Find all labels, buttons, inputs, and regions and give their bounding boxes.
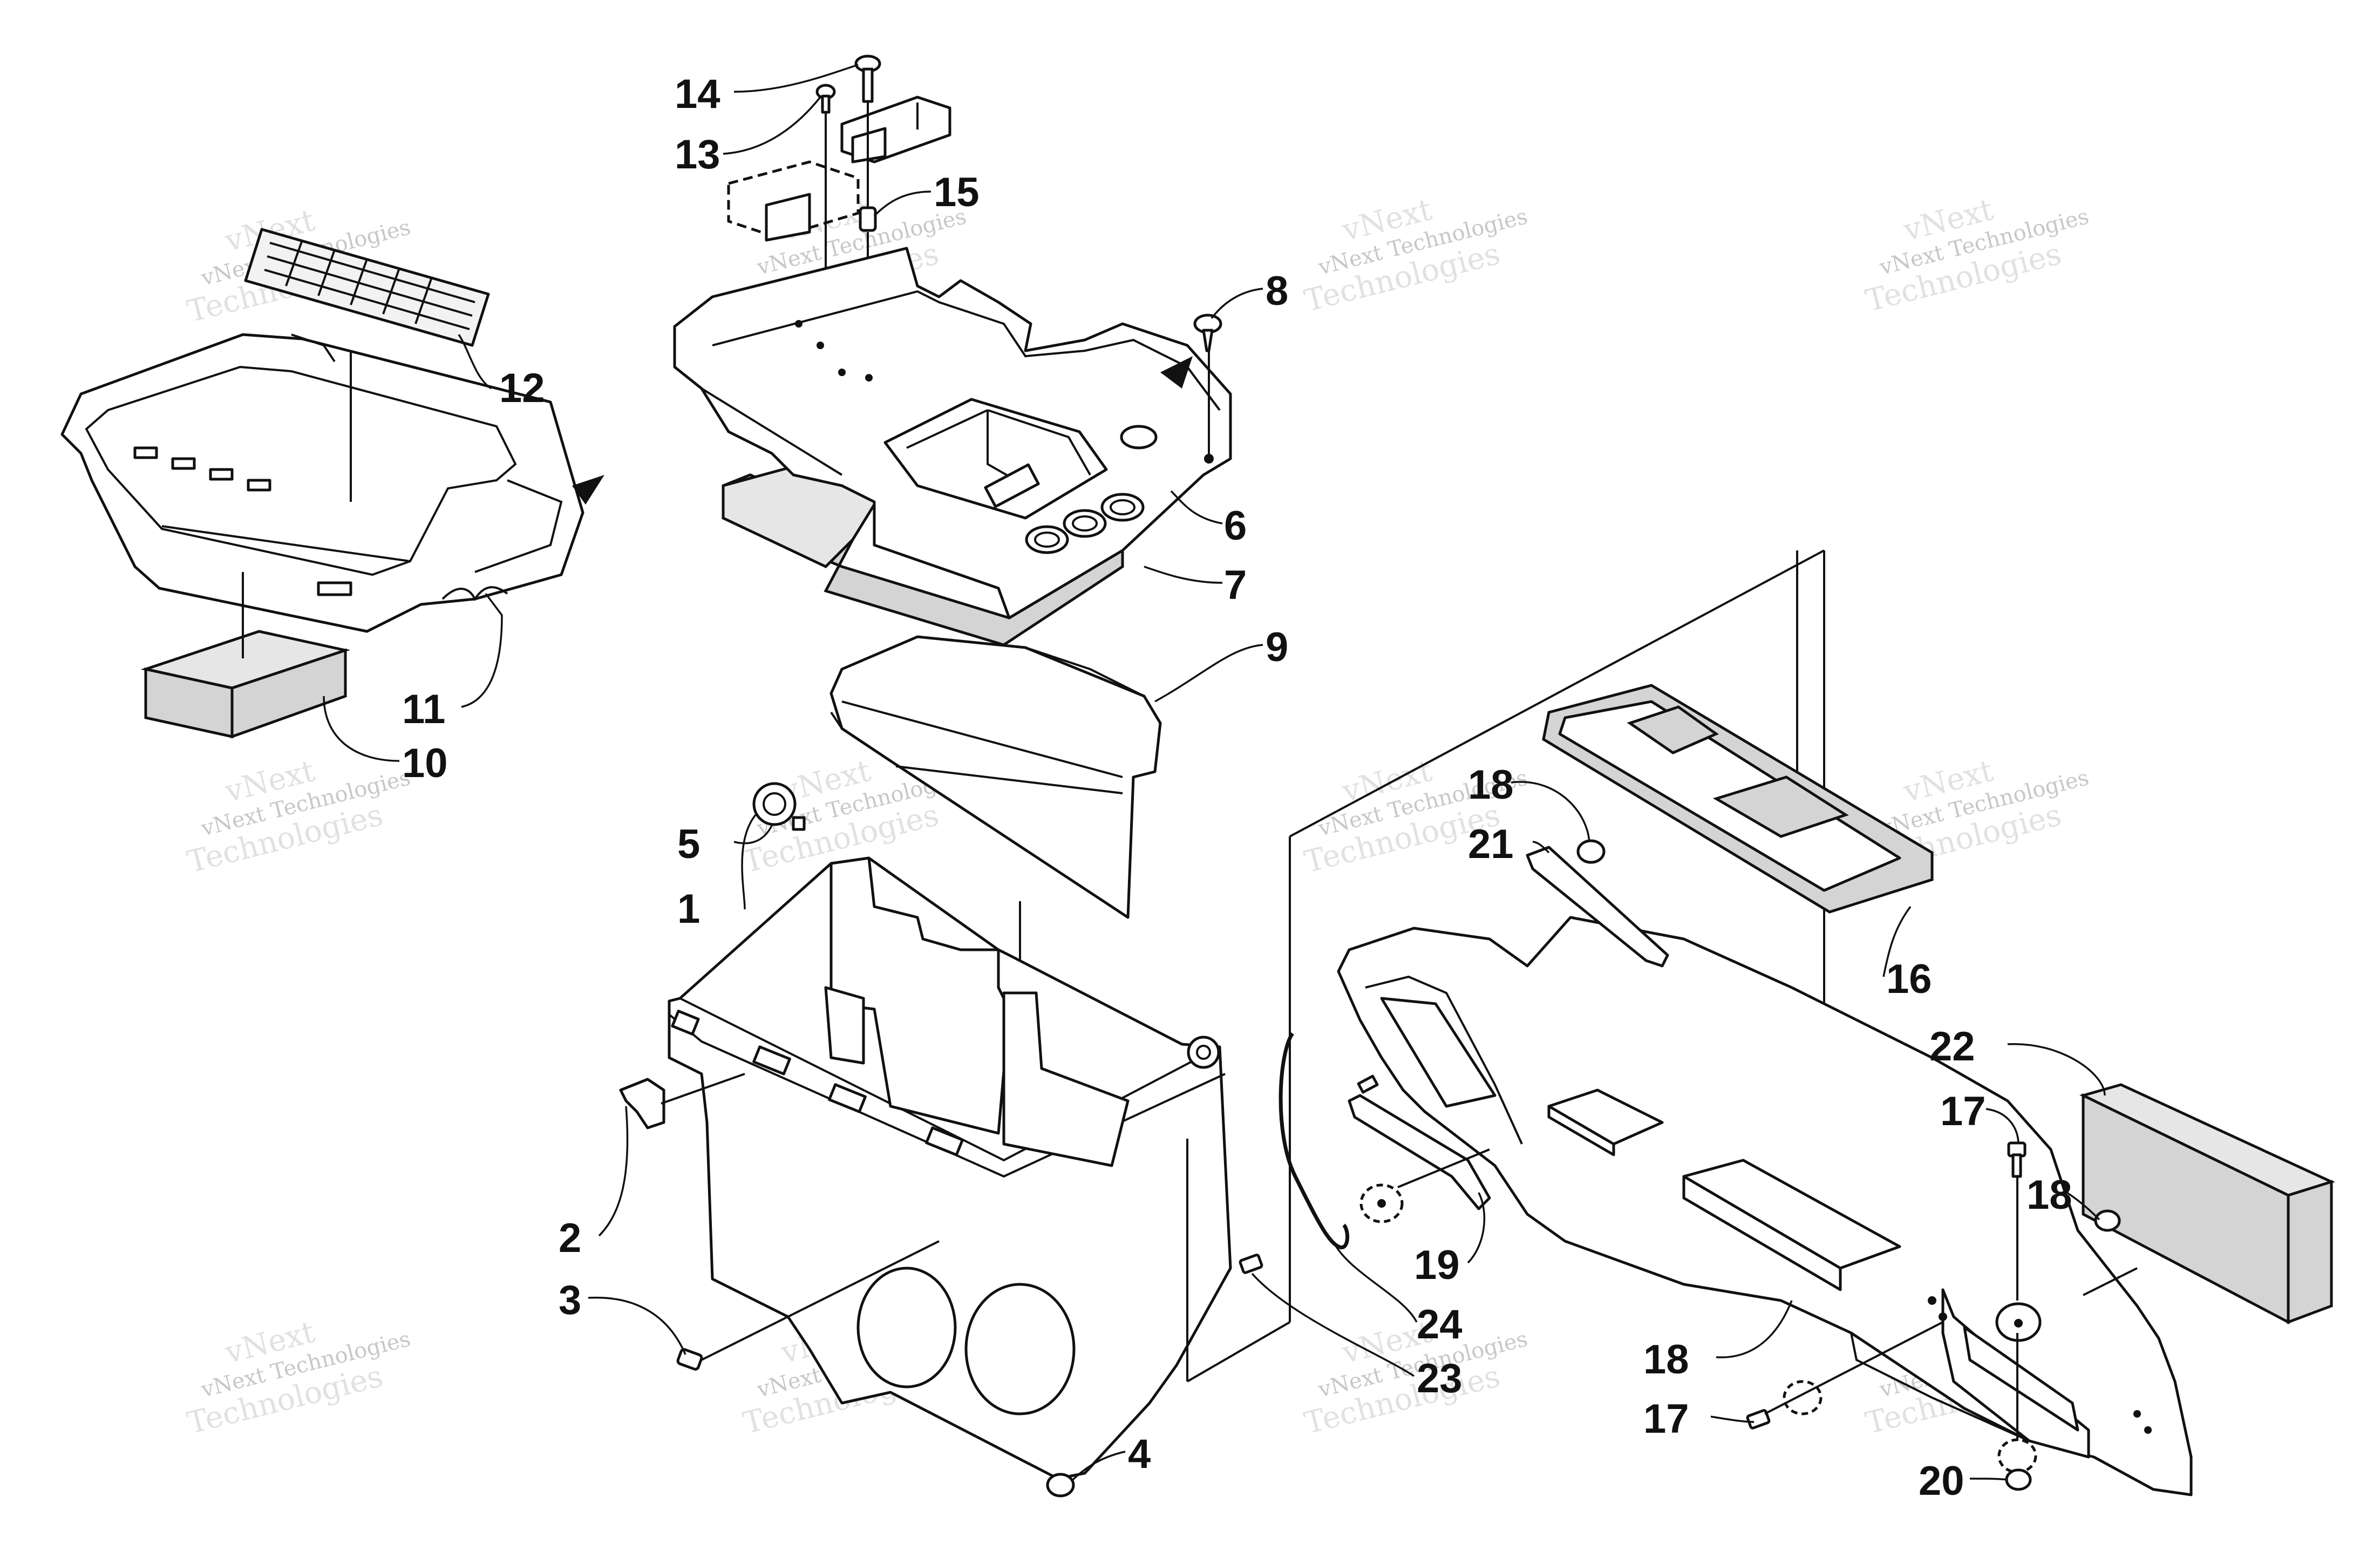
callout-1: 1 xyxy=(677,886,700,932)
part-12-decal xyxy=(244,228,490,347)
part-4-grommet xyxy=(1046,1473,1075,1497)
callout-2: 2 xyxy=(559,1215,581,1261)
callout-18-top: 18 xyxy=(1468,762,1514,808)
callout-18-right: 18 xyxy=(2027,1172,2072,1218)
callout-17-top: 17 xyxy=(1940,1088,1986,1134)
callout-labels: 14 13 15 8 12 6 7 9 11 10 5 1 2 3 4 18 2… xyxy=(402,71,2072,1504)
callout-14: 14 xyxy=(675,71,720,117)
callout-6: 6 xyxy=(1224,503,1247,549)
grommet-dashed-bottom xyxy=(1783,1380,1823,1415)
callout-18-bottom: 20 xyxy=(1919,1458,1964,1504)
part-23-bolt xyxy=(1239,1254,1263,1274)
part-15-spacer xyxy=(859,206,877,232)
callout-7: 7 xyxy=(1224,562,1247,608)
callout-17-bottom: 17 xyxy=(1643,1396,1689,1442)
callout-9: 9 xyxy=(1266,624,1288,670)
part-6-panel xyxy=(673,247,1232,620)
callout-19: 18 xyxy=(1643,1337,1689,1383)
callout-5: 5 xyxy=(677,821,700,867)
callout-16: 16 xyxy=(1886,956,1932,1002)
callout-21: 19 xyxy=(1414,1242,1460,1288)
grommet-dashed-left xyxy=(1359,1183,1404,1223)
callout-8: 8 xyxy=(1266,268,1288,314)
part-22-filter xyxy=(2079,1083,2335,1325)
part-21-bracket xyxy=(1348,1074,1491,1210)
part-11-lid xyxy=(60,333,604,633)
part-18-nut-top xyxy=(1576,839,1606,864)
part-20-flap xyxy=(1526,846,1669,968)
callout-20: 21 xyxy=(1468,821,1514,867)
part-16-gasket xyxy=(1542,684,1934,914)
callout-13: 13 xyxy=(675,132,720,178)
callout-10: 10 xyxy=(402,740,448,786)
part-10-filter xyxy=(140,630,351,739)
part-18-nut-bottom xyxy=(2005,1468,2032,1491)
callout-11: 11 xyxy=(402,686,445,732)
callout-24: 24 xyxy=(1417,1302,1463,1347)
part-8-push-rivet xyxy=(1193,314,1222,352)
part-2-clip xyxy=(619,1078,665,1129)
callout-15: 15 xyxy=(934,169,980,215)
relay-box-upper xyxy=(840,96,951,164)
part-14-bolt xyxy=(854,55,881,103)
part-1-airbox xyxy=(668,856,1232,1480)
callout-3: 3 xyxy=(559,1277,581,1323)
grommet-dashed-lower-right xyxy=(1997,1438,2037,1474)
part-9-cover xyxy=(829,635,1162,919)
part-13-screw xyxy=(815,84,836,114)
part-3-clip xyxy=(676,1348,703,1371)
callout-12: 12 xyxy=(499,365,545,411)
callout-4: 4 xyxy=(1128,1431,1151,1477)
part-5-fitting xyxy=(752,782,806,831)
callout-23: 23 xyxy=(1417,1356,1463,1401)
callout-22: 22 xyxy=(1929,1024,1975,1070)
part-24-rod xyxy=(1279,1032,1350,1249)
leader-lines xyxy=(323,64,2106,1482)
part-19-duct xyxy=(1337,916,2193,1496)
part-18-nut-right xyxy=(2094,1209,2121,1232)
